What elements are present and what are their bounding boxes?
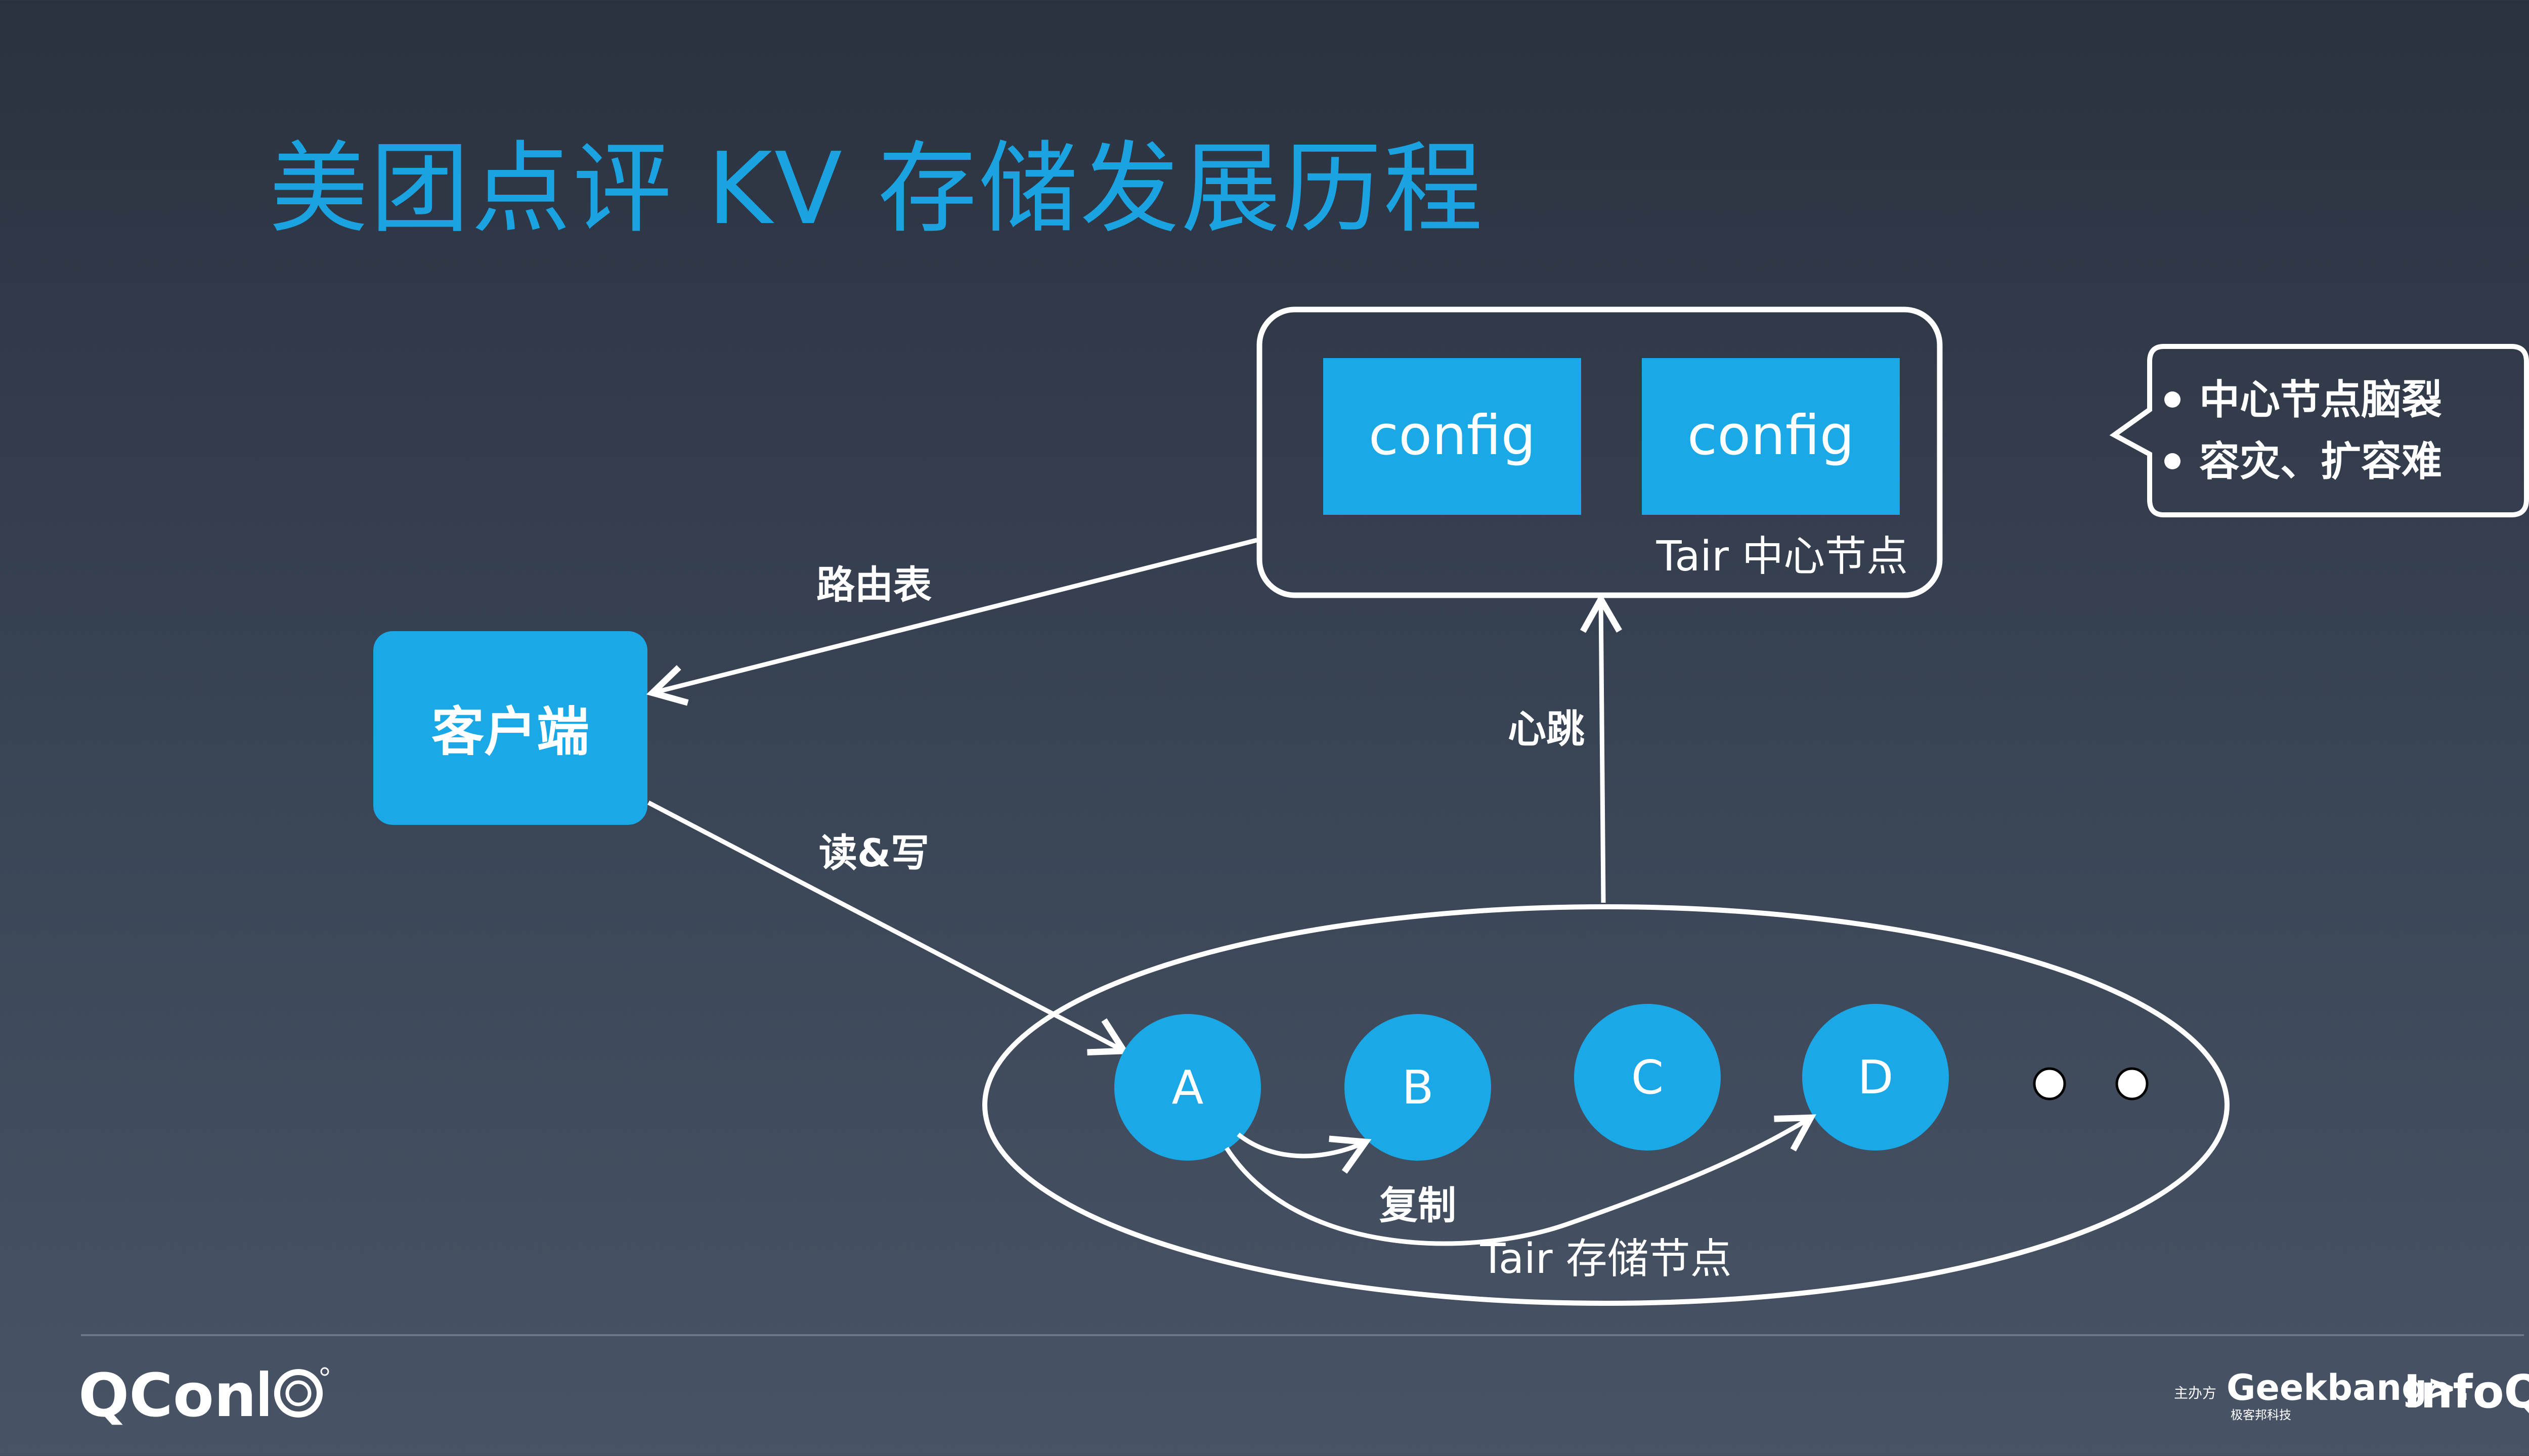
storage-node-c (1574, 1004, 1721, 1151)
storage-cluster-label: Tair 存储节点 (1479, 1235, 1731, 1283)
storage-node-d (1802, 1004, 1949, 1151)
more-nodes-dot-1 (2033, 1067, 2066, 1100)
more-nodes-dot-2 (2115, 1067, 2149, 1100)
geekbang-logo: Geekbang>. (2227, 1367, 2470, 1408)
replicate-arrow-a-d (1225, 1114, 1816, 1246)
heartbeat-arrow (1580, 593, 1622, 903)
config-label-1: config (1369, 404, 1536, 467)
slide-title: 美团点评 KV 存储发展历程 (269, 131, 1485, 247)
callout-item-1: 中心节点脑裂 (2199, 376, 2442, 423)
route-table-label: 路由表 (816, 562, 932, 607)
read-write-label: 读&写 (819, 830, 929, 875)
storage-node-a-label: A (1172, 1061, 1204, 1115)
storage-node-b (1344, 1014, 1491, 1161)
callout-item-2: 容灾、扩容难 (2199, 438, 2442, 485)
config-box-2 (1642, 358, 1900, 515)
replicate-label: 复制 (1379, 1183, 1456, 1228)
heartbeat-label: 心跳 (1508, 707, 1585, 752)
config-label-2: config (1687, 404, 1855, 467)
client-box (373, 631, 647, 825)
geekbang-subtitle: 极客邦科技 (2231, 1408, 2291, 1422)
config-box-1 (1323, 358, 1581, 515)
organizer-label: 主办方 (2174, 1385, 2217, 1401)
read-write-arrow (647, 801, 1130, 1056)
replicate-arrow-a-b (1237, 1132, 1372, 1174)
storage-cluster-ellipse (982, 904, 2230, 1306)
ten-anniversary-icon (260, 1367, 329, 1418)
qcon-logo: QCon (78, 1360, 256, 1430)
callout-box (2109, 344, 2529, 517)
storage-node-b-label: B (1402, 1061, 1433, 1115)
center-node-label: Tair 中心节点 (1656, 533, 1908, 581)
callout-bullet-1 (2164, 391, 2181, 408)
client-label: 客户端 (431, 701, 589, 763)
callout-bullet-2 (2164, 453, 2181, 469)
storage-node-d-label: D (1858, 1050, 1894, 1105)
footer-divider (81, 1334, 2524, 1336)
storage-node-a (1114, 1014, 1261, 1161)
route-table-arrow (646, 538, 1258, 706)
infoq-logo: InfoQ (2404, 1365, 2529, 1419)
storage-node-c-label: C (1631, 1050, 1664, 1105)
